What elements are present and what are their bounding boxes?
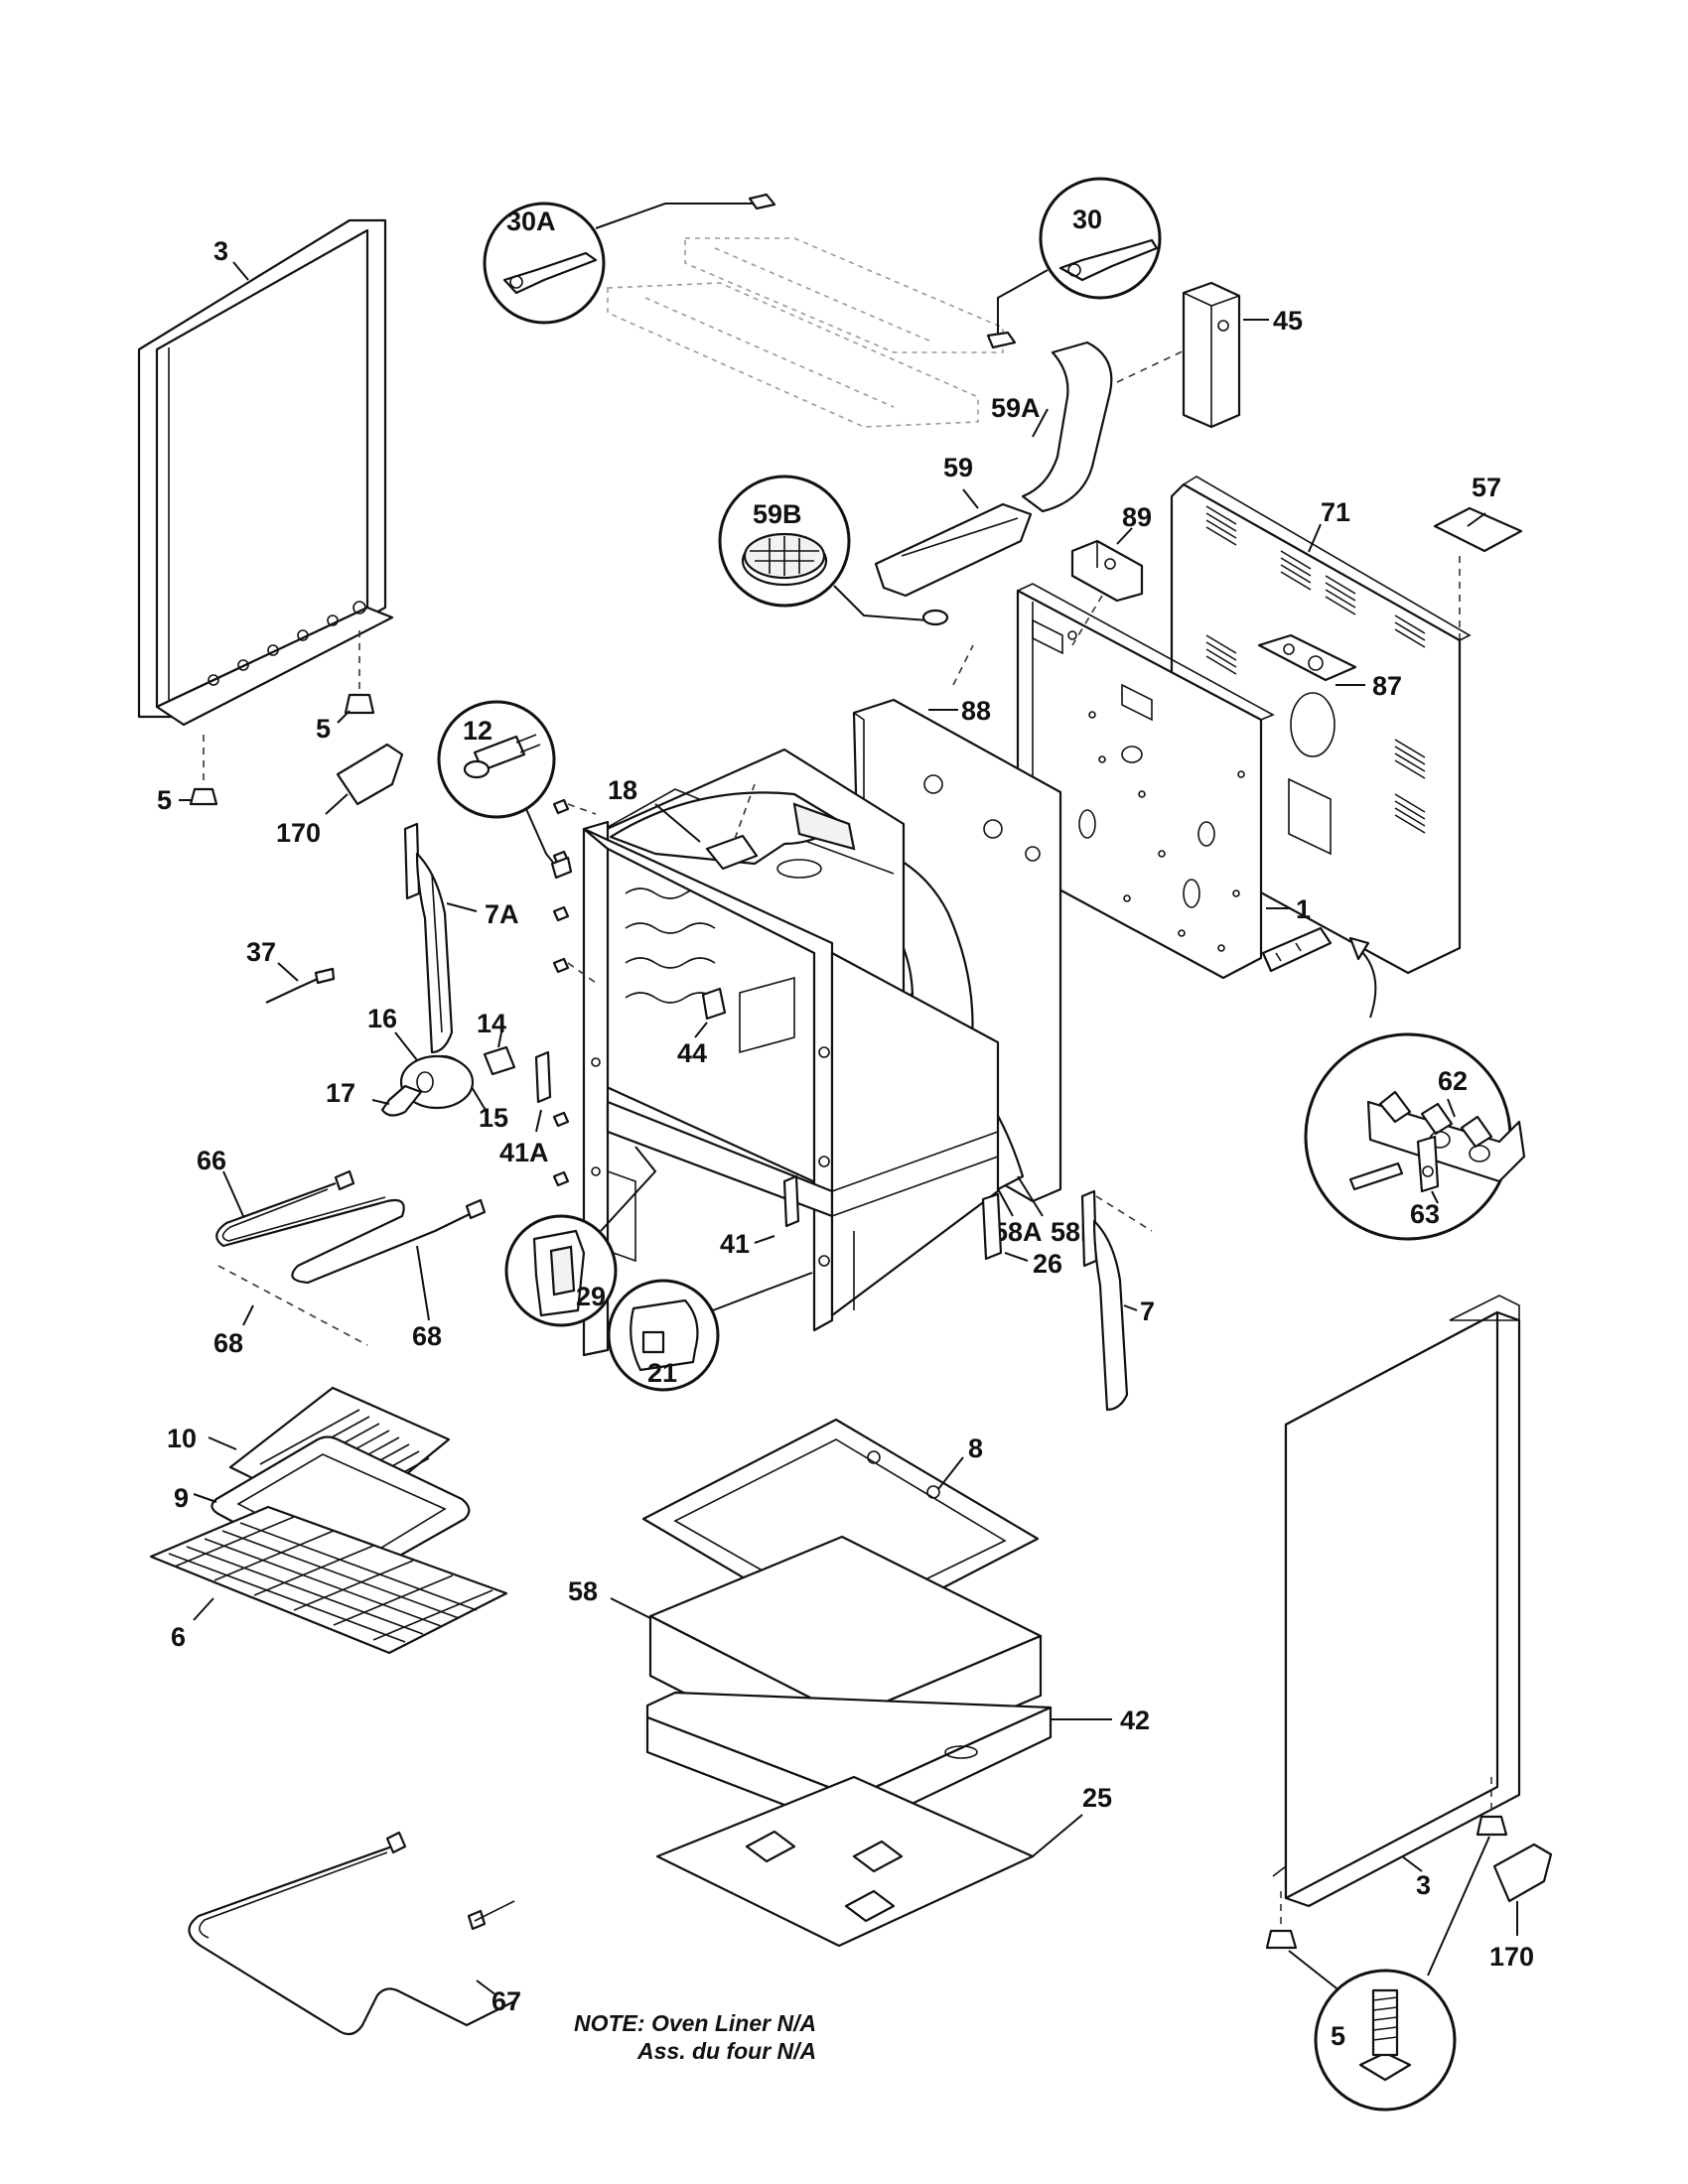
oven-sensor-bracket <box>654 783 759 871</box>
vent-duct-elbow <box>1021 341 1188 513</box>
door-hinge-left <box>403 822 478 1054</box>
label-6: 6 <box>171 1622 186 1652</box>
bake-element <box>188 1831 517 2036</box>
callout-30A <box>483 193 776 325</box>
label-15: 15 <box>479 1103 508 1133</box>
label-1: 1 <box>1296 894 1311 924</box>
label-71: 71 <box>1321 497 1350 527</box>
frame-screws <box>591 1046 830 1267</box>
label-17: 17 <box>326 1078 355 1108</box>
terminal-block-part <box>1261 926 1377 1019</box>
label-3-right: 3 <box>1416 1870 1431 1900</box>
door-switch-bracket-upper <box>534 1050 552 1133</box>
note-line-1: NOTE: Oven Liner N/A <box>574 2010 816 2036</box>
label-10: 10 <box>167 1424 197 1453</box>
label-68-b: 68 <box>412 1321 442 1351</box>
bottom-panel-feet <box>745 1830 904 1923</box>
vent-slots-upper <box>1205 505 1426 648</box>
label-18: 18 <box>608 775 637 805</box>
label-170-right: 170 <box>1489 1942 1534 1972</box>
label-63: 63 <box>1410 1199 1440 1229</box>
label-58: 58 <box>568 1576 598 1606</box>
label-5-right: 5 <box>1331 2021 1345 2051</box>
label-67: 67 <box>492 1986 521 2016</box>
right-side-panel <box>1272 1295 1521 1908</box>
label-41A: 41A <box>499 1138 549 1167</box>
label-45: 45 <box>1273 306 1303 336</box>
label-12: 12 <box>463 716 492 746</box>
label-44: 44 <box>677 1038 707 1068</box>
label-30A: 30A <box>506 206 556 236</box>
callout-21 <box>607 1272 813 1392</box>
callout-5-leveling-leg <box>1314 1969 1457 2112</box>
broil-element <box>215 1169 487 1346</box>
callout-59B <box>718 475 949 626</box>
label-66: 66 <box>197 1146 226 1175</box>
label-9: 9 <box>174 1483 189 1513</box>
label-16: 16 <box>367 1004 397 1033</box>
leveling-legs-right <box>1265 1777 1508 1996</box>
label-3-left: 3 <box>213 236 228 266</box>
label-8: 8 <box>968 1433 983 1463</box>
rack-wires <box>168 1516 493 1643</box>
label-62: 62 <box>1438 1066 1468 1096</box>
oven-bottom-panel <box>655 1775 1083 1948</box>
label-41: 41 <box>720 1229 750 1259</box>
callout-30 <box>986 177 1162 349</box>
sensor-clip <box>694 987 727 1038</box>
label-88: 88 <box>961 696 991 726</box>
label-5-left-a: 5 <box>157 785 172 815</box>
label-7: 7 <box>1140 1297 1155 1326</box>
left-side-panel <box>137 218 394 727</box>
label-21: 21 <box>647 1358 677 1388</box>
wire-harness-jumper <box>265 962 336 1004</box>
label-29: 29 <box>576 1282 606 1311</box>
label-14: 14 <box>477 1009 506 1038</box>
label-5-left-b: 5 <box>316 714 331 744</box>
side-panel-holes <box>208 601 366 686</box>
vent-bracket <box>1070 527 1144 646</box>
front-frame <box>582 820 1000 1357</box>
label-170-left: 170 <box>276 818 321 848</box>
leveling-leg-left-rear <box>337 630 375 724</box>
label-42: 42 <box>1120 1706 1150 1735</box>
callout-29 <box>504 1146 657 1327</box>
door-hinge-right <box>1080 1189 1153 1412</box>
door-latch <box>981 1192 1029 1262</box>
note-line-2: Ass. du four N/A <box>636 2038 816 2064</box>
oven-rack <box>149 1505 508 1655</box>
label-7A: 7A <box>485 899 519 929</box>
label-59B: 59B <box>753 499 802 529</box>
oven-vent-box <box>1182 281 1269 429</box>
leveling-leg-left-front <box>179 735 218 806</box>
label-59A: 59A <box>991 393 1041 423</box>
label-30: 30 <box>1072 205 1102 234</box>
label-89: 89 <box>1122 502 1152 532</box>
label-26: 26 <box>1033 1249 1062 1279</box>
panel-bolt-holes <box>1067 630 1245 952</box>
callout-12 <box>437 700 573 880</box>
label-57: 57 <box>1472 473 1501 502</box>
callout-62-63 <box>1304 1032 1526 1241</box>
label-68-a: 68 <box>213 1328 243 1358</box>
label-37: 37 <box>246 937 276 967</box>
vent-duct <box>874 488 1033 598</box>
oven-light-assembly <box>371 1031 516 1117</box>
label-87: 87 <box>1372 671 1402 701</box>
terminal-block-bracket <box>1257 633 1365 686</box>
vent-slots-lower <box>1205 634 1426 834</box>
top-support-ghost <box>607 237 1004 428</box>
anti-tip-bracket-left <box>325 743 404 815</box>
door-switch-bracket-lower <box>754 1174 800 1244</box>
anti-tip-bracket-right <box>1492 1843 1553 1936</box>
label-25: 25 <box>1082 1783 1112 1813</box>
label-59: 59 <box>943 453 973 482</box>
